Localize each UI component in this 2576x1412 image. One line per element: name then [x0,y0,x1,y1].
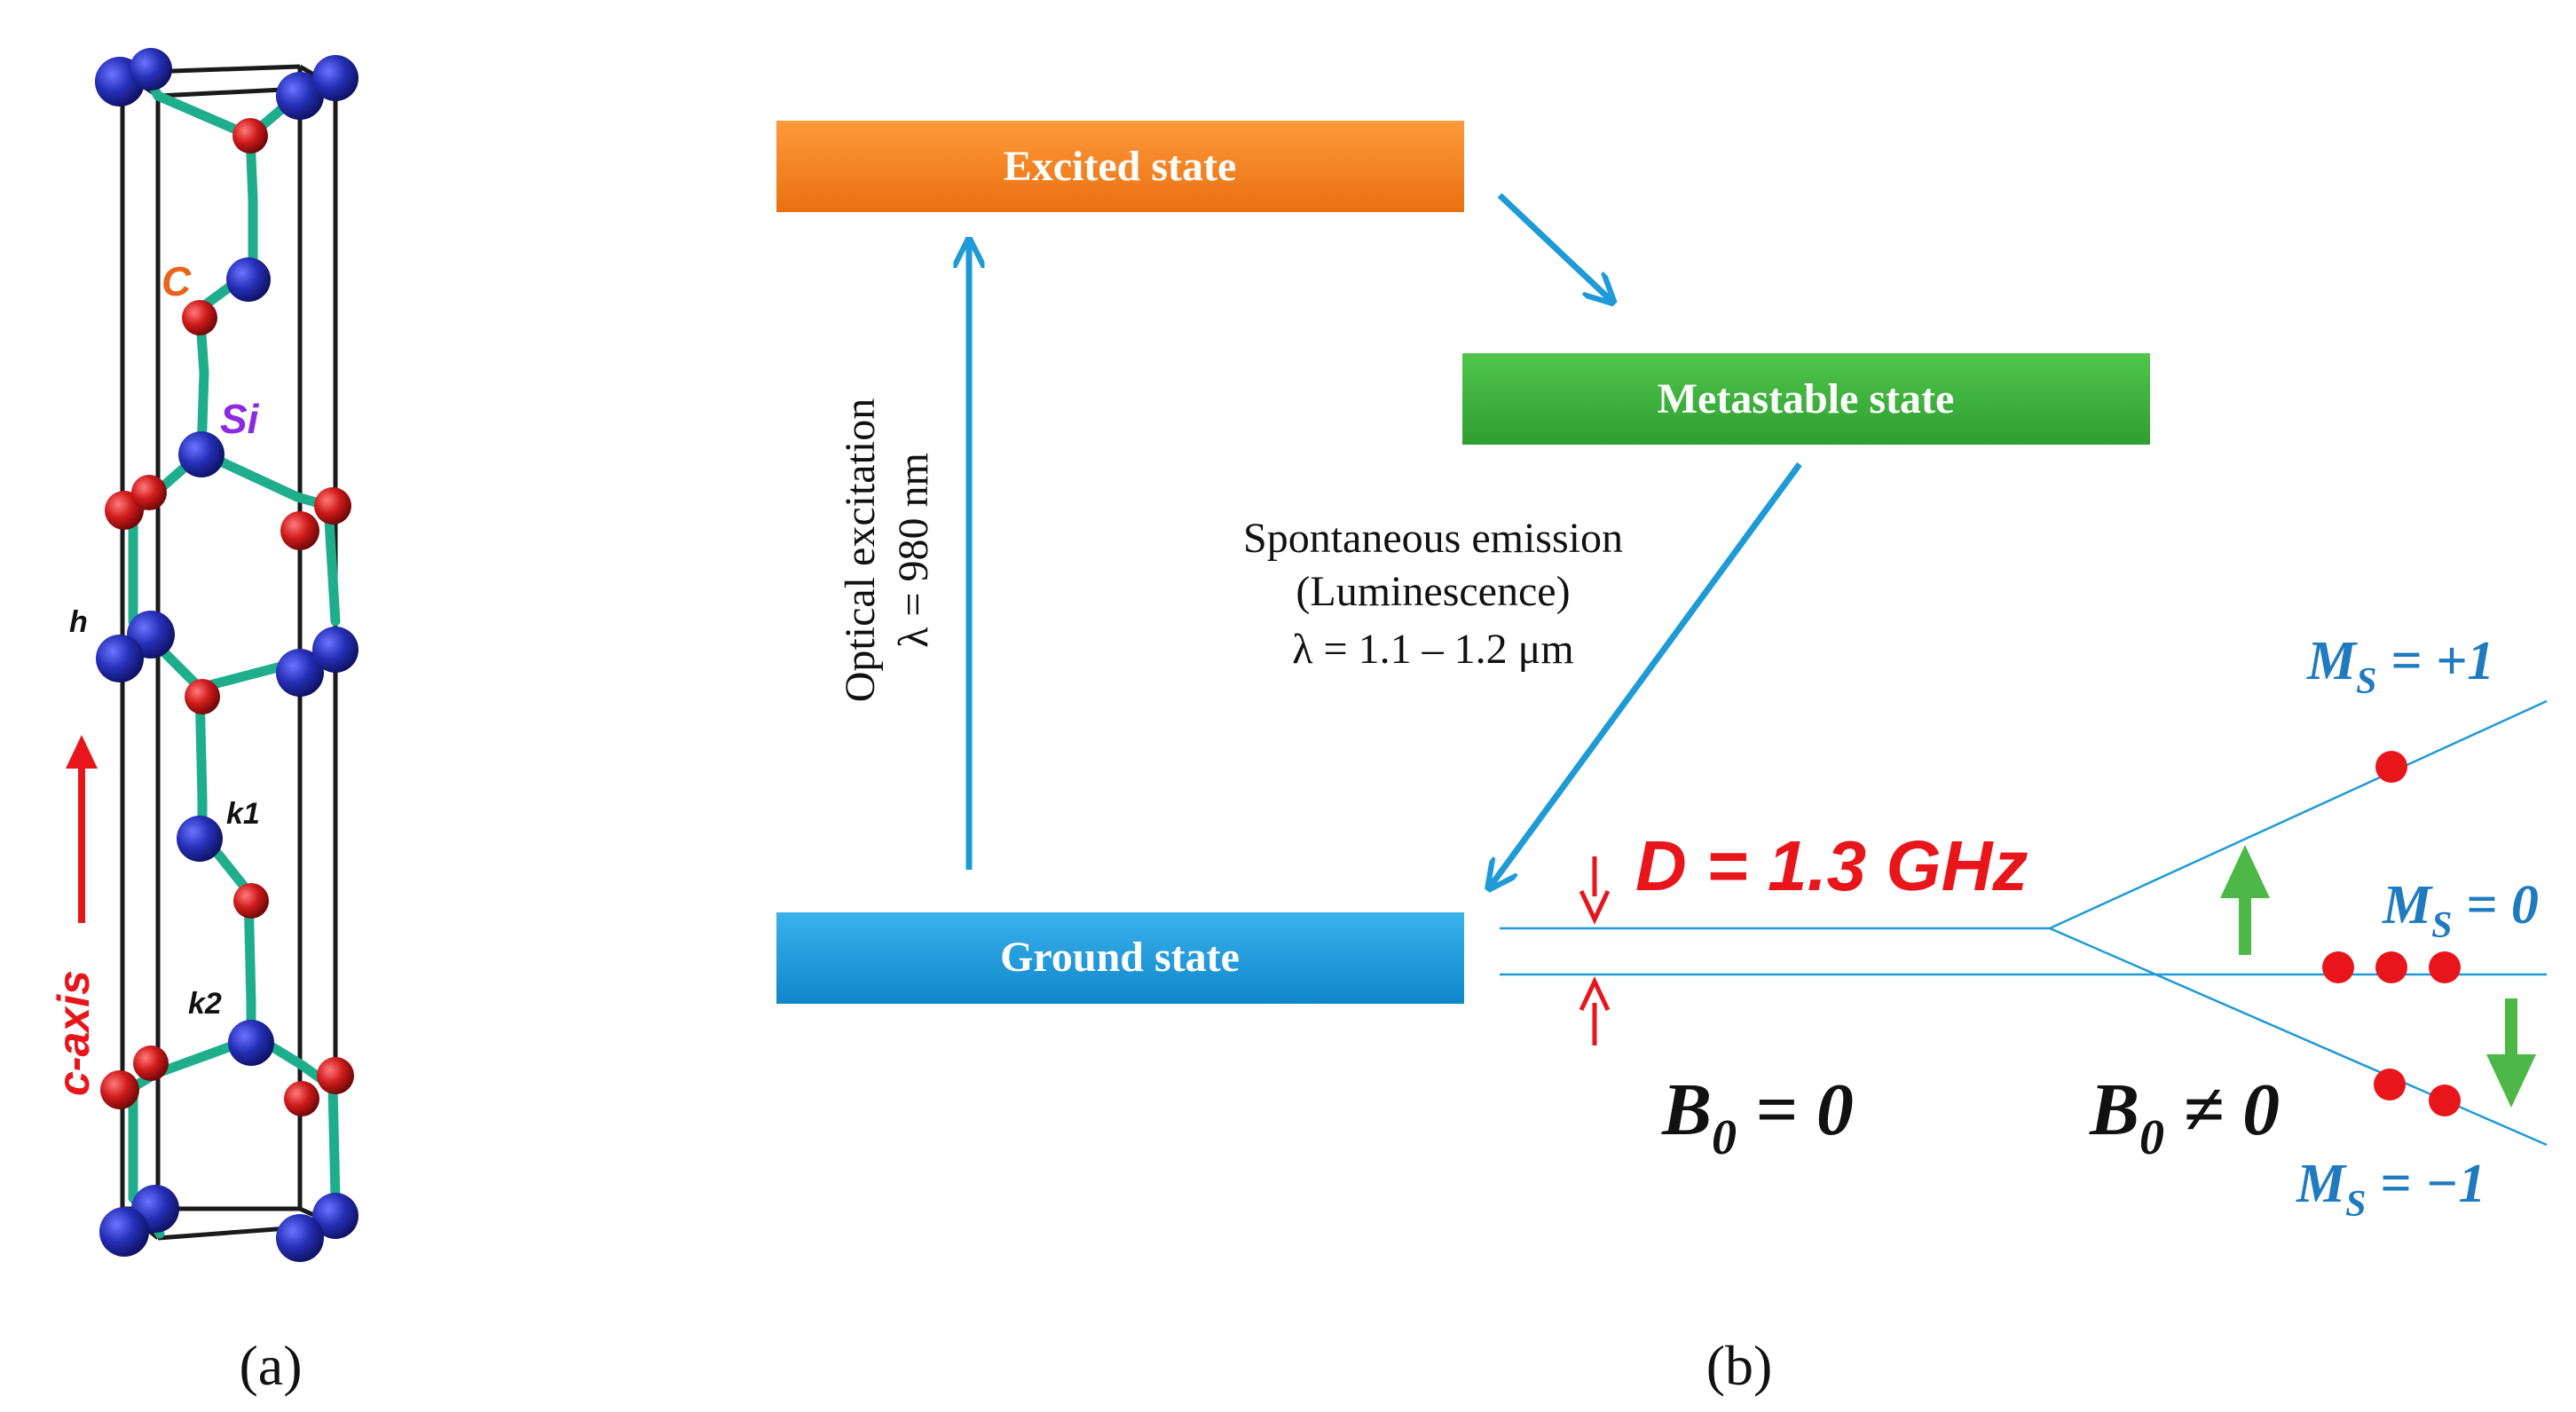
level-ms-minus [2049,927,2548,1147]
c-atom [232,118,268,154]
ground-state-box: Ground state [776,912,1464,1004]
population-down-arrow [2486,998,2536,1108]
excitation-line2: λ = 980 nm [890,453,937,648]
emission-line2: (Luminescence) [1296,568,1570,615]
excited-state-label: Excited state [1004,143,1237,190]
c-axis-arrow [66,735,98,923]
c-atom [100,1070,139,1109]
si-atom [96,635,144,682]
panel-a-caption: (a) [239,1334,302,1397]
si-atom [99,1207,149,1257]
si-atom [177,816,223,862]
si-atom [276,72,324,120]
si-atom [312,55,358,101]
c-atom [182,300,217,335]
emission-line1: Spontaneous emission [1243,515,1623,562]
c-atom [317,1057,354,1094]
site-k1-label: k1 [226,797,260,831]
ms-plus-label: MS = +1 [2306,631,2494,702]
si-atom [276,649,324,697]
c-atom [185,679,220,714]
si-atom [228,1020,274,1066]
c-atom [133,1045,169,1081]
si-atom [226,257,271,302]
c-atom [280,511,319,550]
population-dots [2322,751,2461,1116]
c-atom [314,487,351,525]
crystal-structure: C Si h k1 k2 c-axis [49,48,358,1262]
population-dot-ms-zero [2322,951,2354,983]
splitting-down-arrow [1579,856,1611,925]
relaxation-arrow [1497,193,1611,300]
si-atom [312,1193,358,1239]
population-dot-ms-plus [2375,751,2407,783]
ms-zero-label: MS = 0 [2382,875,2539,946]
emission-arrow [1491,461,1802,886]
metastable-state-label: Metastable state [1658,375,1955,422]
si-atom [276,1214,324,1262]
field-zero-label: B0 = 0 [1661,1069,1854,1165]
emission-line3: λ = 1.1 – 1.2 μm [1292,626,1573,673]
carbon-label: C [161,258,192,304]
c-axis-label: c-axis [49,970,98,1096]
si-atom [178,431,225,477]
metastable-state-box: Metastable state [1462,353,2150,445]
zero-field-splitting-label: D = 1.3 GHz [1635,826,2028,905]
field-nonzero-label: B0 ≠ 0 [2089,1069,2280,1165]
population-dot-ms-zero [2429,951,2461,983]
population-dot-ms-minus [2429,1085,2461,1116]
c-atom [131,475,167,510]
splitting-up-arrow [1579,976,1611,1045]
excited-state-box: Excited state [776,121,1464,212]
panel-b-caption: (b) [1706,1334,1773,1397]
silicon-label: Si [220,396,260,442]
ms-minus-label: MS = −1 [2296,1154,2485,1225]
c-atom [233,883,269,919]
c-atom [284,1081,319,1116]
si-atom [130,48,172,91]
site-k2-label: k2 [188,987,222,1021]
population-up-arrow [2220,845,2270,955]
si-atom [312,627,358,673]
excitation-line1: Optical excitation [837,398,884,703]
atoms [95,48,358,1262]
population-dot-ms-zero [2375,951,2407,983]
level-ms-plus [2049,699,2548,930]
ground-state-label: Ground state [1000,934,1240,981]
excitation-label: Optical excitation λ = 980 nm [837,398,937,703]
emission-label: Spontaneous emission (Luminescence) λ = … [1243,515,1623,673]
population-dot-ms-minus [2374,1069,2406,1100]
energy-levels [1500,699,2548,1147]
site-h-label: h [69,605,88,639]
